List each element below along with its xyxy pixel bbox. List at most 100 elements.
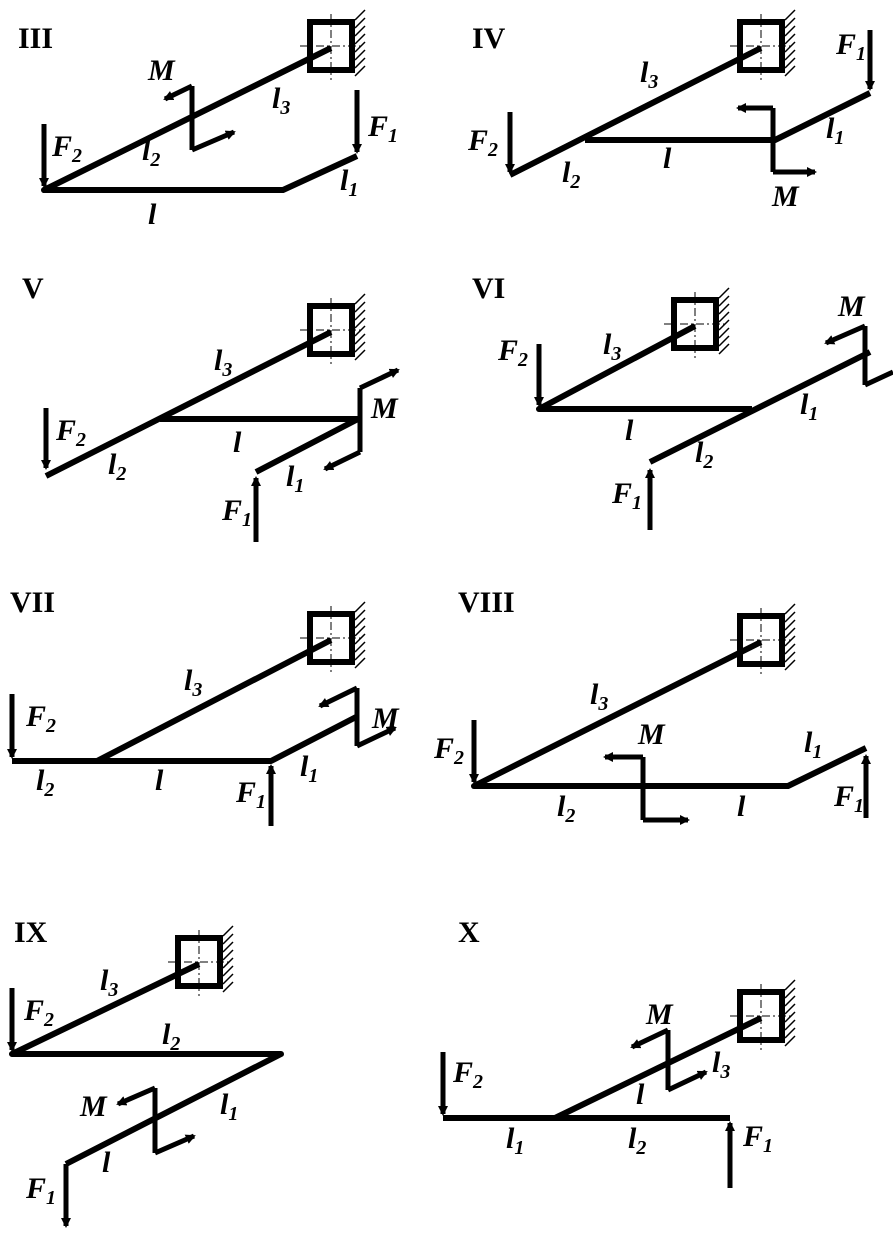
wall-support <box>300 9 366 80</box>
label-l2: l2 <box>557 790 575 827</box>
wall-support <box>168 925 234 996</box>
label-l3: l3 <box>590 678 608 715</box>
label-l2: l2 <box>562 156 580 193</box>
bar-main <box>553 1015 763 1121</box>
scheme-iii: III M l3 l2 F2 F1 l l1 <box>18 9 398 231</box>
label-l3: l3 <box>640 56 658 93</box>
label-l: l <box>148 198 157 231</box>
label-l2: l2 <box>36 764 54 801</box>
label-l1: l1 <box>220 1088 238 1125</box>
bar-main <box>95 637 333 764</box>
label-l: l <box>663 142 672 175</box>
label-f2: F2 <box>55 414 86 451</box>
label-l1: l1 <box>300 750 318 787</box>
scheme-vi: VI M F2 l3 l l1 l2 F1 <box>472 272 893 530</box>
bar-main <box>44 329 333 479</box>
label-l2: l2 <box>695 436 713 473</box>
bar-branch <box>160 416 361 475</box>
label-l2: l2 <box>142 134 160 171</box>
moment-arrow-left <box>824 323 866 346</box>
moment-arrow-right <box>154 1133 196 1156</box>
label-l: l <box>625 414 634 447</box>
label-m: M <box>771 180 800 213</box>
scheme-title: VII <box>10 586 55 619</box>
moment-arrow-left <box>318 685 359 709</box>
label-f1: F1 <box>833 780 864 817</box>
label-l2: l2 <box>162 1018 180 1055</box>
label-m: M <box>371 702 400 735</box>
label-l2: l2 <box>628 1122 646 1159</box>
label-f2: F2 <box>452 1056 483 1093</box>
label-l1: l1 <box>800 388 818 425</box>
bar-main <box>536 323 752 412</box>
label-f2: F2 <box>433 732 464 769</box>
scheme-title: IX <box>14 916 48 949</box>
wall-support <box>300 601 366 672</box>
wall-support <box>730 603 796 674</box>
label-l1: l1 <box>506 1122 524 1159</box>
label-m: M <box>645 998 674 1031</box>
label-l3: l3 <box>184 664 202 701</box>
label-f1: F1 <box>221 494 252 531</box>
scheme-v: V l3 M F2 l l2 l1 F1 <box>22 272 400 542</box>
moment-arrow-right <box>191 129 236 153</box>
label-m: M <box>837 290 866 323</box>
label-l3: l3 <box>712 1046 730 1083</box>
label-f1: F1 <box>835 28 866 65</box>
label-m: M <box>637 718 666 751</box>
label-f1: F1 <box>611 477 642 514</box>
wall-support <box>300 293 366 364</box>
label-l: l <box>233 426 242 459</box>
label-l3: l3 <box>100 964 118 1001</box>
label-l1: l1 <box>804 726 822 763</box>
moment-arrow-down <box>323 449 362 472</box>
label-f2: F2 <box>25 700 56 737</box>
label-m: M <box>370 392 399 425</box>
scheme-title: VIII <box>458 586 515 619</box>
label-f1: F1 <box>742 1120 773 1157</box>
scheme-viii: VIII l3 M l1 F2 l2 l F1 <box>433 586 871 827</box>
bar-frame <box>9 961 284 1167</box>
label-m: M <box>79 1090 108 1123</box>
scheme-title: X <box>458 916 480 949</box>
scheme-title: IV <box>472 22 506 55</box>
label-f2: F2 <box>497 334 528 371</box>
scheme-title: III <box>18 22 53 55</box>
label-m: M <box>147 54 176 87</box>
moment-arrow-right <box>355 725 397 749</box>
label-l1: l1 <box>340 164 358 201</box>
moment-arrow-left <box>163 83 194 102</box>
label-l1: l1 <box>286 460 304 497</box>
wall-support <box>730 979 796 1050</box>
scheme-iv: IV l3 F1 l1 F2 l2 l M <box>467 9 875 213</box>
scheme-title: V <box>22 272 44 305</box>
bar-branch <box>648 349 872 465</box>
label-l: l <box>636 1078 645 1111</box>
label-f1: F1 <box>367 110 398 147</box>
wall-support <box>730 9 796 80</box>
scheme-x: X M l3 F2 l l1 l2 F1 <box>438 916 796 1188</box>
label-l2: l2 <box>108 448 126 485</box>
moment-arrow-left <box>116 1085 156 1107</box>
label-f2: F2 <box>467 124 498 161</box>
label-l: l <box>155 764 164 797</box>
label-f1: F1 <box>25 1172 56 1209</box>
label-f1: F1 <box>235 776 266 813</box>
moment-arrow-right <box>666 1069 708 1093</box>
wall-support <box>664 287 730 358</box>
label-l3: l3 <box>214 344 232 381</box>
label-f2: F2 <box>51 130 82 167</box>
label-f2: F2 <box>23 994 54 1031</box>
label-l1: l1 <box>826 112 844 149</box>
scheme-ix: IX l3 F2 l2 M l1 l F1 <box>7 916 284 1228</box>
bar-frame <box>471 639 868 789</box>
moment-arrow-left <box>630 1027 670 1050</box>
bar-frame <box>41 45 359 193</box>
scheme-vii: VII l3 M F2 l2 l l1 F1 <box>7 586 400 826</box>
moment-arrow-right <box>863 369 893 388</box>
scheme-title: VI <box>472 272 505 305</box>
label-l3: l3 <box>272 82 290 119</box>
label-l3: l3 <box>603 328 621 365</box>
label-l: l <box>737 790 746 823</box>
